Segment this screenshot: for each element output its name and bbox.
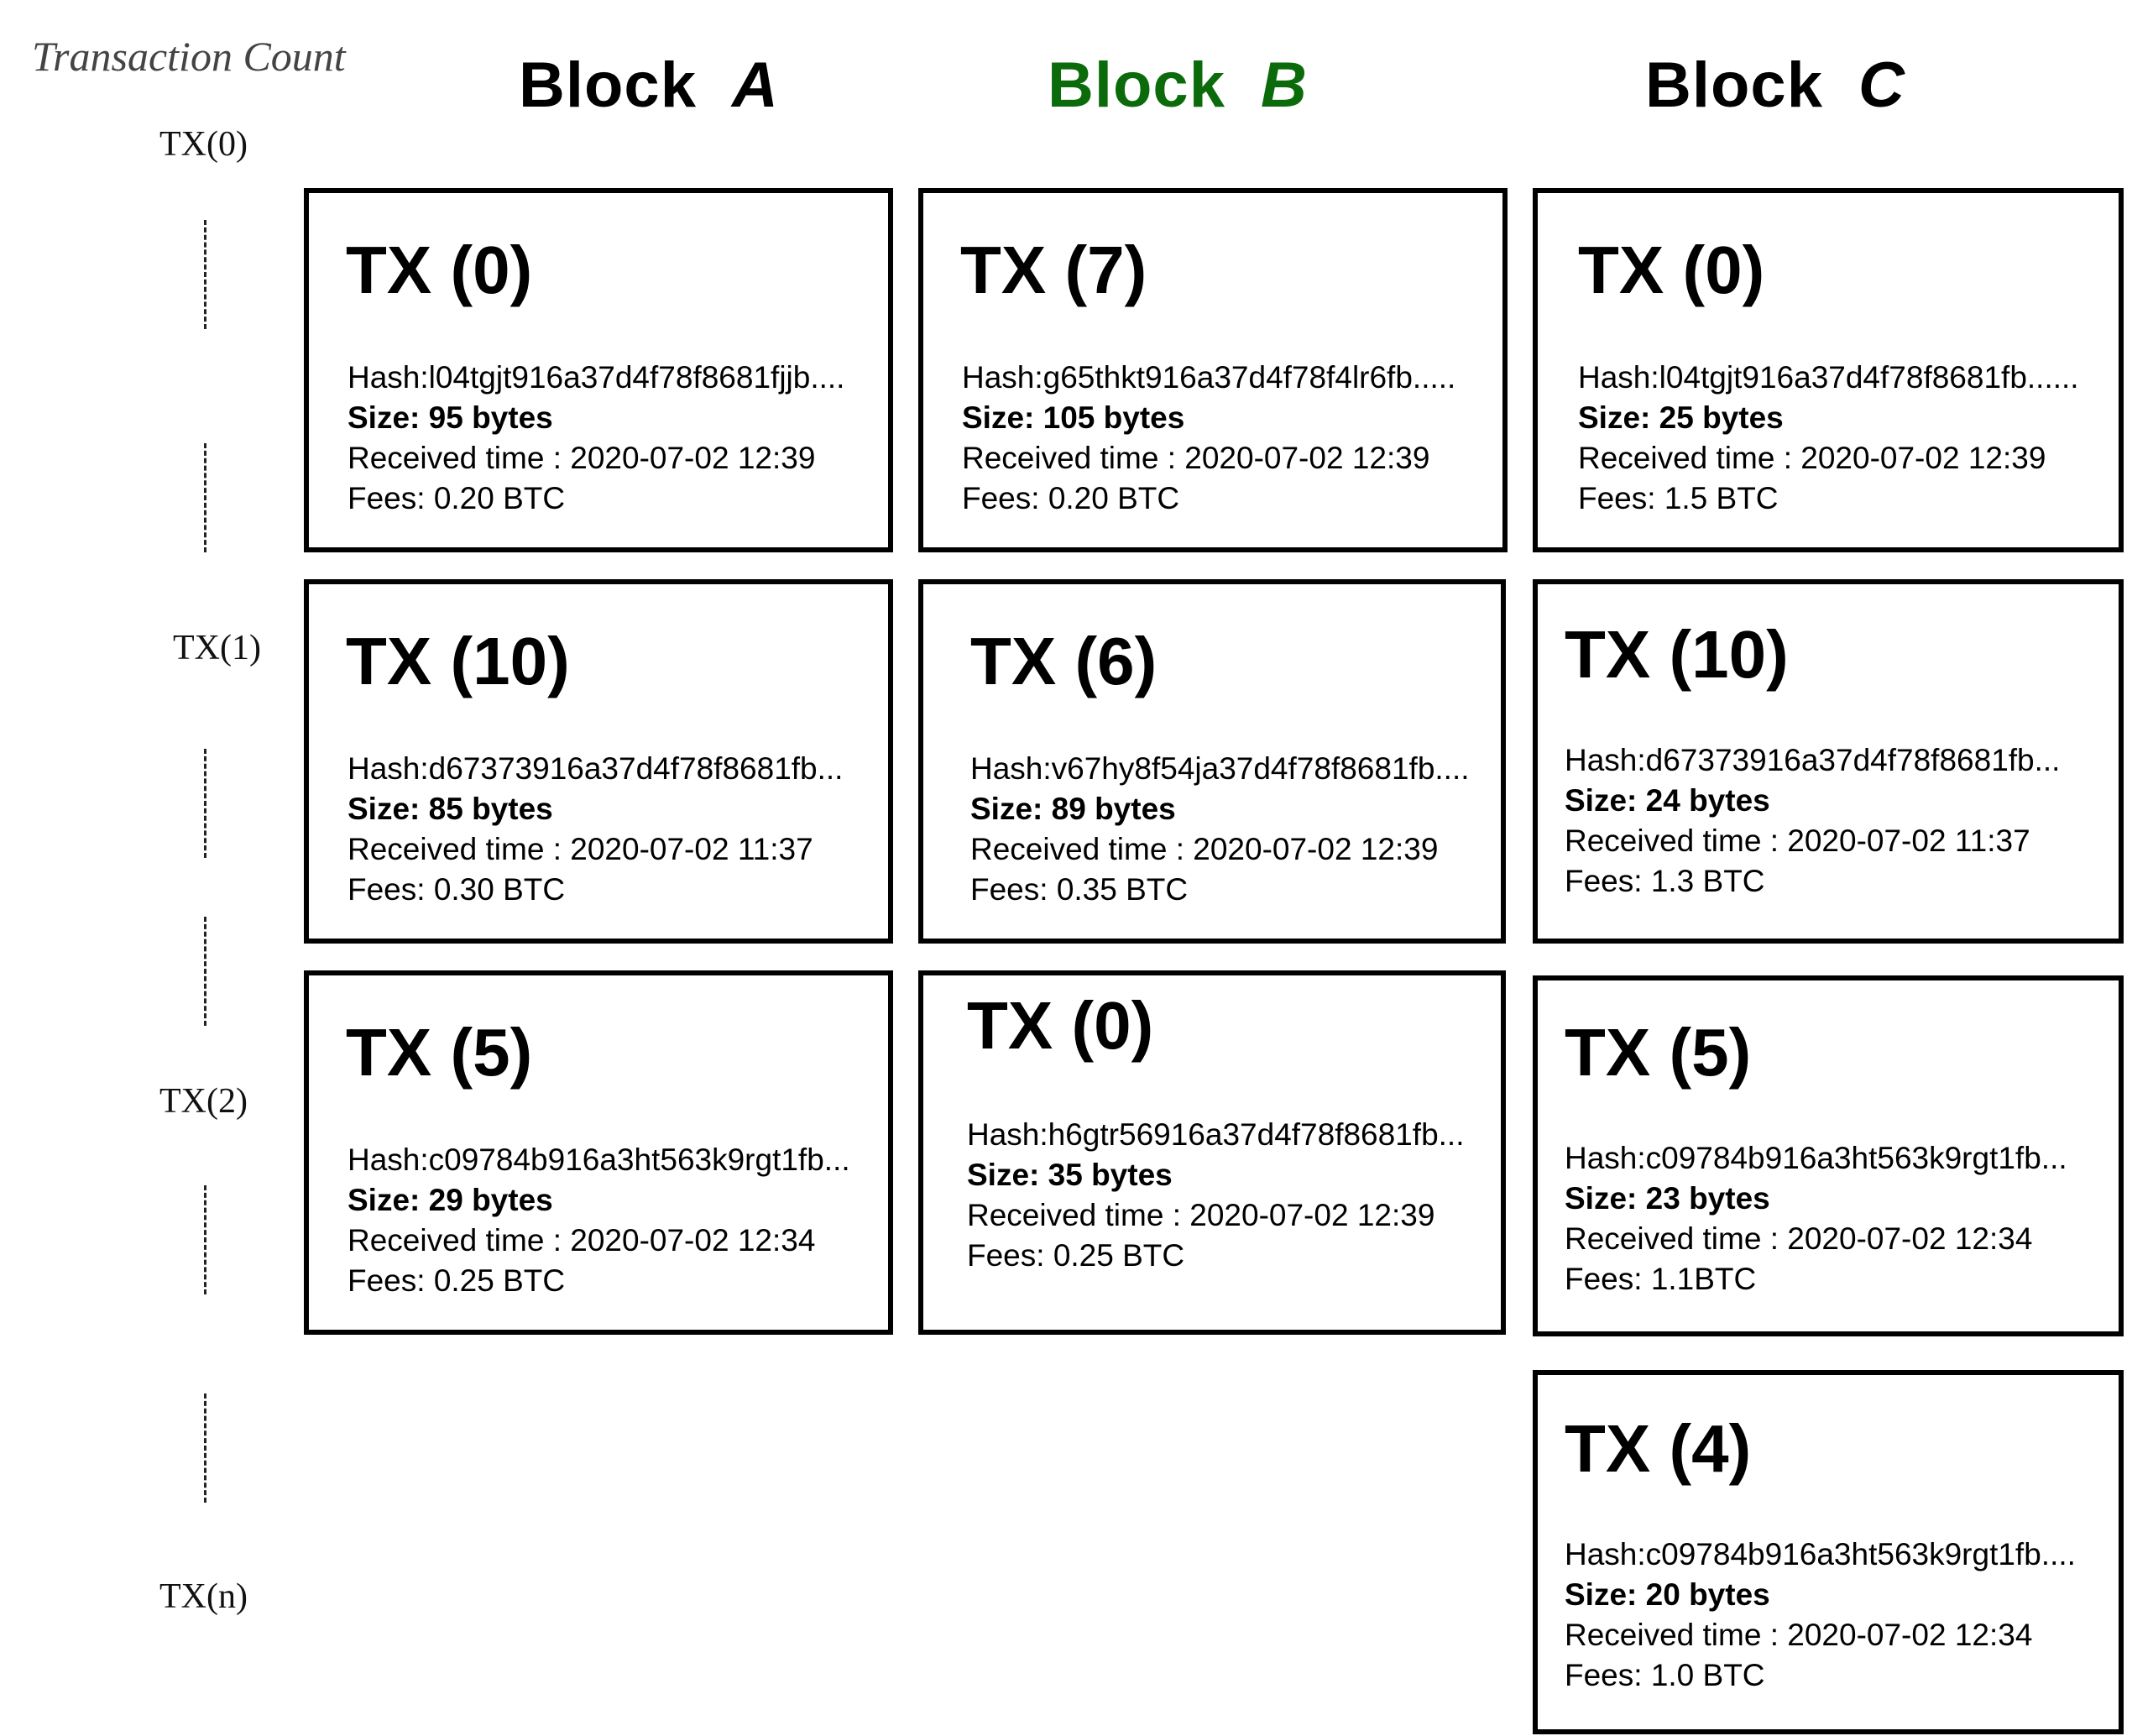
- block-letter: C: [1858, 50, 1905, 121]
- transaction-hash: Hash:l04tgjt916a37d4f78f8681fjjb....: [348, 360, 845, 395]
- transaction-size: Size: 35 bytes: [967, 1158, 1173, 1192]
- transaction-size: Size: 20 bytes: [1565, 1577, 1770, 1612]
- transaction-card[interactable]: TX (4) Hash:c09784b916a3ht563k9rgt1fb...…: [1533, 1370, 2124, 1734]
- tx-count-label-2: TX(2): [159, 1082, 248, 1121]
- block-name: Block: [1048, 50, 1225, 121]
- transaction-details: Hash:c09784b916a3ht563k9rgt1fb... Size: …: [348, 1140, 850, 1301]
- transaction-hash: Hash:d67373916a37d4f78f8681fb...: [1565, 743, 2061, 777]
- tx-count-label-0: TX(0): [159, 125, 248, 164]
- axis-dashed-segment: [204, 917, 206, 1026]
- transaction-size: Size: 95 bytes: [348, 400, 553, 435]
- block-letter: A: [731, 50, 779, 121]
- transaction-card[interactable]: TX (10) Hash:d67373916a37d4f78f8681fb...…: [304, 579, 893, 944]
- transaction-details: Hash:c09784b916a3ht563k9rgt1fb.... Size:…: [1565, 1535, 2076, 1696]
- transaction-title: TX (7): [960, 233, 1147, 307]
- transaction-received-time: Received time : 2020-07-02 11:37: [348, 832, 813, 866]
- axis-dashed-segment: [204, 220, 206, 329]
- block-name: Block: [519, 50, 697, 121]
- transaction-fees: Fees: 1.5 BTC: [1578, 481, 1779, 515]
- transaction-card[interactable]: TX (0) Hash:h6gtr56916a37d4f78f8681fb...…: [918, 970, 1506, 1335]
- transaction-details: Hash:h6gtr56916a37d4f78f8681fb... Size: …: [967, 1115, 1465, 1276]
- transaction-card[interactable]: TX (5) Hash:c09784b916a3ht563k9rgt1fb...…: [1533, 975, 2124, 1336]
- block-name: Block: [1645, 50, 1823, 121]
- transaction-hash: Hash:c09784b916a3ht563k9rgt1fb...: [1565, 1141, 2067, 1175]
- transaction-size: Size: 85 bytes: [348, 792, 553, 826]
- transaction-fees: Fees: 1.0 BTC: [1565, 1658, 1765, 1692]
- transaction-hash: Hash:l04tgjt916a37d4f78f8681fb......: [1578, 360, 2079, 395]
- transaction-hash: Hash:d67373916a37d4f78f8681fb...: [348, 751, 844, 786]
- transaction-received-time: Received time : 2020-07-02 12:39: [970, 832, 1439, 866]
- axis-dashed-segment: [204, 1394, 206, 1503]
- transaction-details: Hash:v67hy8f54ja37d4f78f8681fb.... Size:…: [970, 749, 1470, 910]
- transaction-details: Hash:l04tgjt916a37d4f78f8681fb...... Siz…: [1578, 358, 2079, 519]
- transaction-hash: Hash:c09784b916a3ht563k9rgt1fb...: [348, 1143, 850, 1177]
- transaction-title: TX (4): [1565, 1411, 1752, 1486]
- transaction-size: Size: 89 bytes: [970, 792, 1176, 826]
- transaction-details: Hash:d67373916a37d4f78f8681fb... Size: 2…: [1565, 740, 2060, 902]
- axis-dashed-segment: [204, 749, 206, 858]
- transaction-title: TX (0): [346, 233, 533, 307]
- block-letter: B: [1260, 50, 1308, 121]
- block-a-header: Block A: [519, 49, 779, 122]
- transaction-hash: Hash:h6gtr56916a37d4f78f8681fb...: [967, 1117, 1465, 1152]
- axis-title: Transaction Count: [32, 33, 346, 80]
- transaction-fees: Fees: 0.20 BTC: [962, 481, 1180, 515]
- transaction-received-time: Received time : 2020-07-02 12:34: [348, 1223, 816, 1258]
- transaction-title: TX (6): [970, 624, 1157, 698]
- axis-dashed-segment: [204, 443, 206, 552]
- transaction-size: Size: 24 bytes: [1565, 783, 1770, 818]
- transaction-details: Hash:l04tgjt916a37d4f78f8681fjjb.... Siz…: [348, 358, 844, 519]
- transaction-size: Size: 29 bytes: [348, 1183, 553, 1217]
- transaction-card[interactable]: TX (0) Hash:l04tgjt916a37d4f78f8681fb...…: [1533, 188, 2124, 552]
- block-c-header: Block C: [1645, 49, 1905, 122]
- transaction-title: TX (5): [1565, 1015, 1752, 1090]
- tx-count-label-n: TX(n): [159, 1577, 248, 1616]
- transaction-received-time: Received time : 2020-07-02 12:39: [962, 441, 1430, 475]
- transaction-hash: Hash:c09784b916a3ht563k9rgt1fb....: [1565, 1537, 2076, 1571]
- transaction-card[interactable]: TX (6) Hash:v67hy8f54ja37d4f78f8681fb...…: [918, 579, 1506, 944]
- transaction-title: TX (10): [346, 624, 570, 698]
- transaction-title: TX (0): [967, 988, 1154, 1063]
- transaction-title: TX (10): [1565, 617, 1789, 692]
- transaction-received-time: Received time : 2020-07-02 11:37: [1565, 824, 2030, 858]
- transaction-size: Size: 25 bytes: [1578, 400, 1784, 435]
- transaction-details: Hash:c09784b916a3ht563k9rgt1fb... Size: …: [1565, 1138, 2067, 1299]
- transaction-card[interactable]: TX (7) Hash:g65thkt916a37d4f78f4lr6fb...…: [918, 188, 1508, 552]
- tx-count-label-1: TX(1): [173, 629, 261, 667]
- transaction-hash: Hash:g65thkt916a37d4f78f4lr6fb.....: [962, 360, 1456, 395]
- transaction-card[interactable]: TX (10) Hash:d67373916a37d4f78f8681fb...…: [1533, 579, 2124, 944]
- transaction-fees: Fees: 1.3 BTC: [1565, 864, 1765, 898]
- transaction-received-time: Received time : 2020-07-02 12:34: [1565, 1618, 2033, 1652]
- transaction-received-time: Received time : 2020-07-02 12:39: [967, 1198, 1435, 1232]
- transaction-fees: Fees: 1.1BTC: [1565, 1262, 1757, 1296]
- transaction-fees: Fees: 0.25 BTC: [348, 1263, 566, 1298]
- transaction-fees: Fees: 0.35 BTC: [970, 872, 1189, 907]
- transaction-card[interactable]: TX (0) Hash:l04tgjt916a37d4f78f8681fjjb.…: [304, 188, 893, 552]
- transaction-details: Hash:g65thkt916a37d4f78f4lr6fb..... Size…: [962, 358, 1455, 519]
- axis-dashed-segment: [204, 1185, 206, 1294]
- transaction-card[interactable]: TX (5) Hash:c09784b916a3ht563k9rgt1fb...…: [304, 970, 893, 1335]
- transaction-received-time: Received time : 2020-07-02 12:34: [1565, 1221, 2033, 1256]
- transaction-fees: Fees: 0.25 BTC: [967, 1238, 1185, 1273]
- transaction-size: Size: 23 bytes: [1565, 1181, 1770, 1216]
- transaction-hash: Hash:v67hy8f54ja37d4f78f8681fb....: [970, 751, 1470, 786]
- transaction-title: TX (0): [1578, 233, 1765, 307]
- transaction-received-time: Received time : 2020-07-02 12:39: [348, 441, 816, 475]
- transaction-size: Size: 105 bytes: [962, 400, 1185, 435]
- transaction-title: TX (5): [346, 1015, 533, 1090]
- transaction-fees: Fees: 0.20 BTC: [348, 481, 566, 515]
- transaction-received-time: Received time : 2020-07-02 12:39: [1578, 441, 2046, 475]
- transaction-fees: Fees: 0.30 BTC: [348, 872, 566, 907]
- transaction-details: Hash:d67373916a37d4f78f8681fb... Size: 8…: [348, 749, 843, 910]
- block-b-header: Block B: [1048, 49, 1308, 122]
